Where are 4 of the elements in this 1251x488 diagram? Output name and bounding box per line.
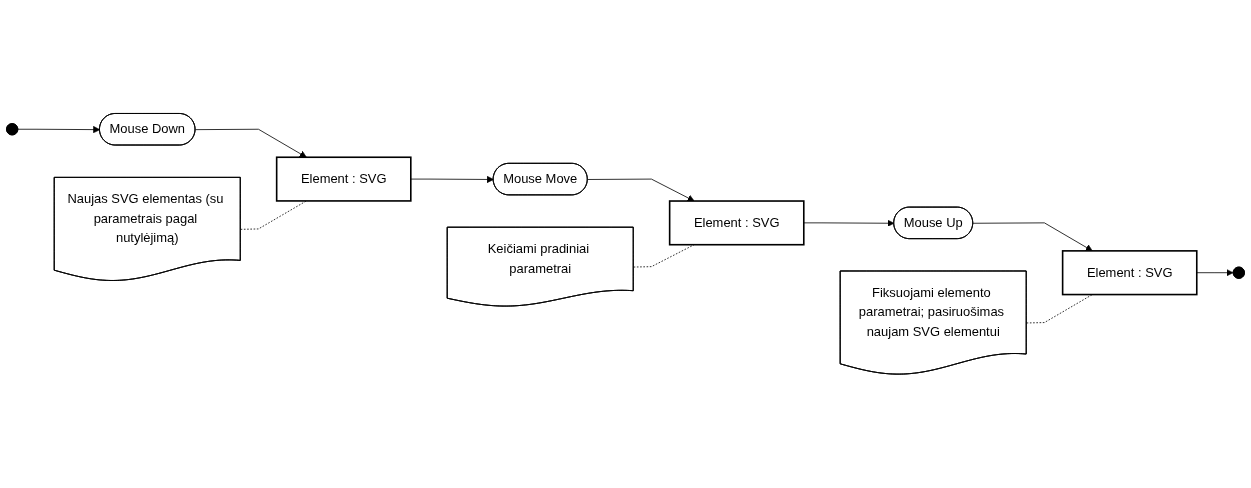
node-box: Element : SVG bbox=[668, 200, 805, 246]
node-box: Element : SVG bbox=[275, 156, 412, 202]
connector bbox=[1026, 294, 1093, 324]
node-box: Element : SVG bbox=[1061, 250, 1198, 296]
